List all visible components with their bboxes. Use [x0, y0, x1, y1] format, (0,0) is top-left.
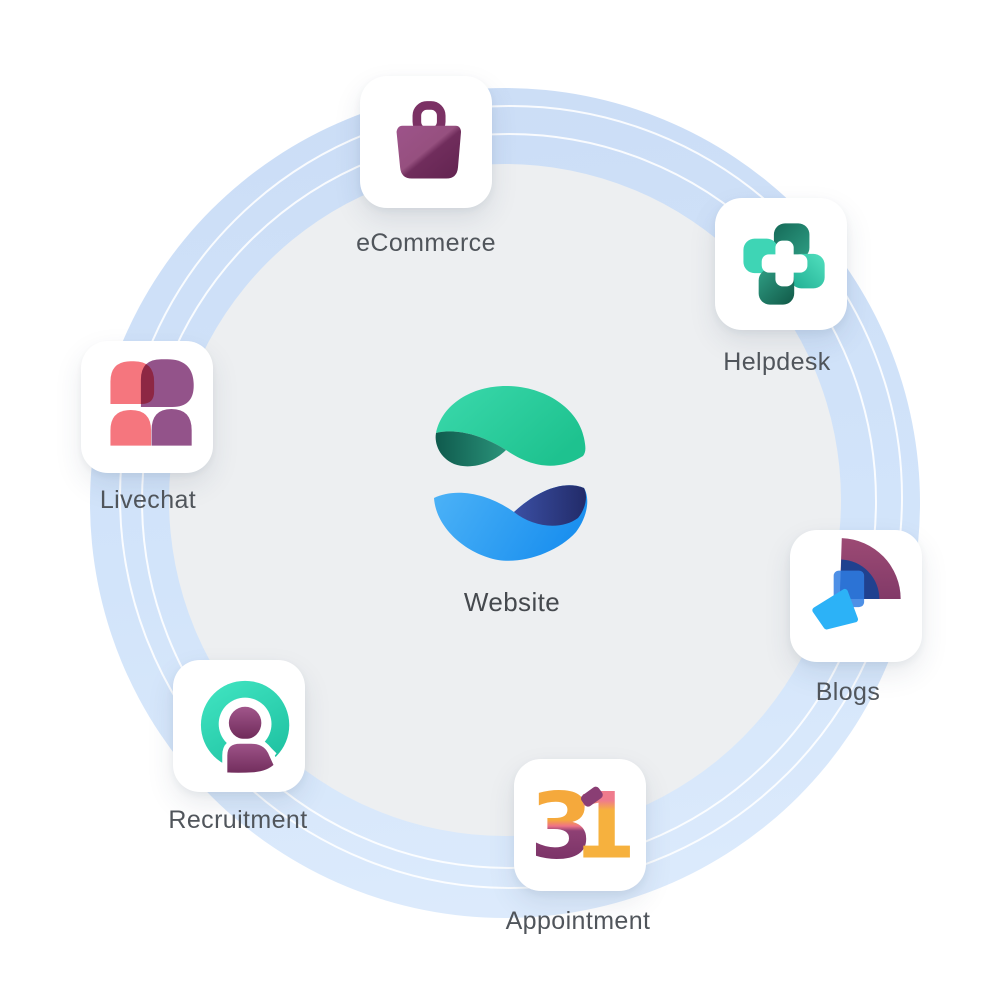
app-card-helpdesk[interactable] [715, 198, 847, 330]
app-label: Blogs [815, 678, 881, 706]
pen-fan-icon [812, 538, 901, 630]
app-label: Helpdesk [723, 348, 831, 376]
app-label: Recruitment [168, 806, 308, 834]
website-logo [434, 386, 588, 561]
app-card-appointment[interactable]: 3 1 [514, 759, 646, 891]
center-label: Website [463, 587, 561, 617]
calendar-31-icon: 3 1 [530, 772, 637, 879]
app-card-recruitment[interactable] [173, 660, 305, 792]
app-label: Appointment [505, 907, 651, 935]
app-card-ecommerce[interactable] [360, 76, 492, 208]
app-card-blogs[interactable] [790, 530, 922, 662]
app-label: eCommerce [356, 229, 496, 257]
digit-3: 3 [530, 772, 594, 879]
medical-cross-icon [743, 223, 825, 305]
shopping-bag-icon [396, 101, 462, 179]
people-chat-icon [110, 359, 194, 446]
app-label: Livechat [99, 486, 197, 514]
person-magnifier-icon [200, 680, 290, 778]
ring-line-outer [119, 105, 903, 889]
ring-line-inner [141, 133, 877, 869]
digit-1: 1 [573, 772, 637, 879]
app-card-livechat[interactable] [81, 341, 213, 473]
